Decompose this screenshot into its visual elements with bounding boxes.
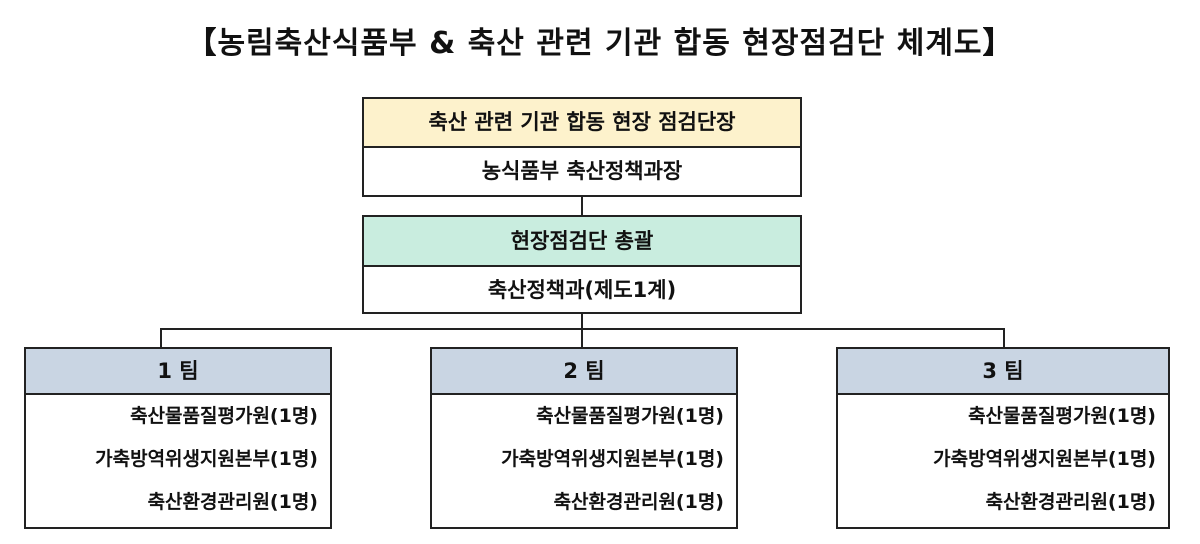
team-2-box: 2 팀 축산물품질평가원(1명) 가축방역위생지원본부(1명) 축산환경관리원(… bbox=[430, 347, 738, 529]
team-3-box: 3 팀 축산물품질평가원(1명) 가축방역위생지원본부(1명) 축산환경관리원(… bbox=[836, 347, 1170, 529]
team-member: 축산물품질평가원(1명) bbox=[968, 405, 1156, 427]
team-3-title: 3 팀 bbox=[838, 349, 1168, 395]
team-member: 가축방역위생지원본부(1명) bbox=[933, 448, 1156, 470]
connector-line bbox=[160, 328, 162, 348]
team-member: 가축방역위생지원본부(1명) bbox=[501, 448, 724, 470]
inspection-head-box: 축산 관련 기관 합동 현장 점검단장 농식품부 축산정책과장 bbox=[362, 97, 802, 197]
inspection-general-unit: 축산정책과(제도1계) bbox=[487, 278, 677, 302]
team-1-box: 1 팀 축산물품질평가원(1명) 가축방역위생지원본부(1명) 축산환경관리원(… bbox=[24, 347, 332, 529]
connector-line bbox=[581, 314, 583, 330]
team-member: 축산물품질평가원(1명) bbox=[130, 405, 318, 427]
team-1-title: 1 팀 bbox=[26, 349, 330, 395]
team-member: 가축방역위생지원본부(1명) bbox=[95, 448, 318, 470]
team-member: 축산환경관리원(1명) bbox=[147, 491, 318, 513]
connector-line bbox=[1003, 328, 1005, 348]
team-2-title: 2 팀 bbox=[432, 349, 736, 395]
team-member: 축산환경관리원(1명) bbox=[985, 491, 1156, 513]
team-member: 축산환경관리원(1명) bbox=[553, 491, 724, 513]
inspection-head-title: 축산 관련 기관 합동 현장 점검단장 bbox=[364, 99, 800, 148]
inspection-general-box: 현장점검단 총괄 축산정책과(제도1계) bbox=[362, 215, 802, 314]
chart-title: 【농림축산식품부 & 축산 관련 기관 합동 현장점검단 체계도】 bbox=[186, 26, 1014, 61]
inspection-head-person: 농식품부 축산정책과장 bbox=[481, 159, 683, 183]
team-member: 축산물품질평가원(1명) bbox=[536, 405, 724, 427]
connector-line bbox=[581, 328, 583, 348]
connector-line bbox=[581, 197, 583, 215]
inspection-general-title: 현장점검단 총괄 bbox=[364, 217, 800, 267]
